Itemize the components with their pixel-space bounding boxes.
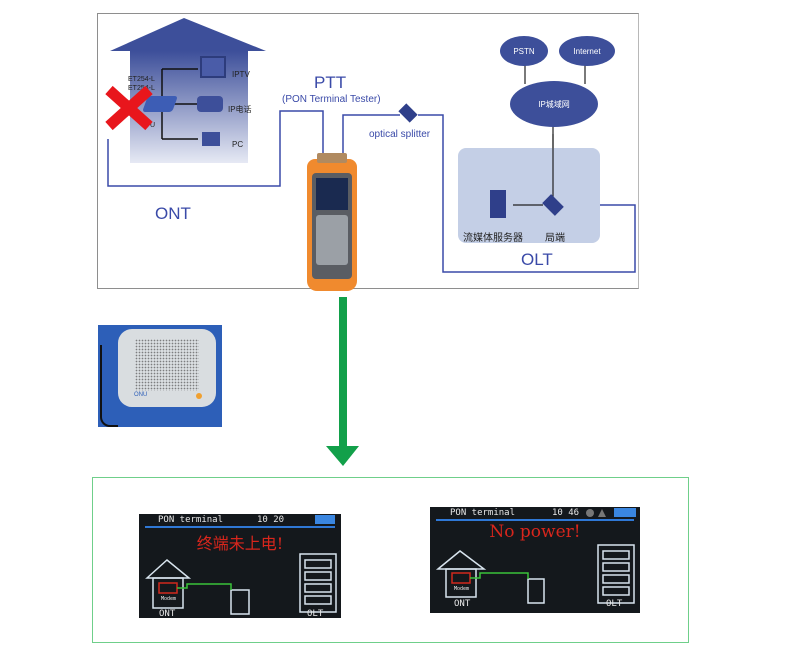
modem-label: Modem: [161, 596, 177, 602]
cloud-internet: Internet: [559, 36, 615, 66]
switch-label: 局端: [545, 233, 565, 244]
screen-status-bar: PON terminal 10 20: [139, 514, 341, 526]
ont-device-body: ONU: [118, 329, 216, 407]
ont-label: ONT: [155, 204, 191, 223]
house-roof: [110, 18, 266, 51]
ont-photo: ONU: [98, 325, 222, 427]
ptt-title: PTT: [314, 73, 347, 92]
screen-time: 10 46: [552, 508, 580, 518]
cloud-pstn: PSTN: [500, 36, 548, 66]
tester-screens-panel: [92, 477, 689, 643]
cloud-ip-metro: IP城域网: [510, 81, 598, 127]
device-label-pc: PC: [232, 140, 244, 149]
device-label-phone: IP电话: [228, 105, 252, 114]
tester-screen-chinese: PON terminal 10 20 终端未上电! Modem ONT OLT: [139, 514, 341, 618]
screen-message: 终端未上电!: [196, 534, 284, 553]
olt-screen-label: OLT: [307, 609, 324, 618]
ptt-subtitle: (PON Terminal Tester): [282, 94, 381, 105]
screen-message: No power!: [489, 522, 581, 542]
device-label-iptv: IPTV: [232, 70, 250, 79]
modem-label: Modem: [454, 586, 470, 592]
screen-title: PON terminal: [158, 515, 224, 525]
warning-icon: [598, 509, 606, 517]
olt-label: OLT: [521, 250, 553, 269]
screen-title: PON terminal: [450, 508, 516, 518]
phone-icon: [197, 96, 223, 112]
battery-icon: [614, 508, 636, 517]
ont-model-label: ET254-L: [128, 76, 155, 83]
olt-fiber-line: [418, 114, 636, 273]
splitter-label: optical splitter: [369, 129, 431, 140]
ptt-device-icon: [307, 153, 357, 291]
down-arrow-icon: [326, 297, 359, 466]
server-icon: [490, 190, 506, 218]
globe-icon: [586, 509, 594, 517]
olt-screen-label: OLT: [606, 599, 623, 609]
server-label: 流媒体服务器: [463, 233, 523, 244]
ont-screen-label: ONT: [454, 599, 471, 609]
ont-model-label: U: [150, 122, 156, 129]
olt-area: [458, 148, 600, 243]
network-diagram-panel: IPTV IP电话 PC ET254-L ET254-L U ONT PTT (…: [97, 13, 639, 291]
connection-lines: [107, 18, 636, 273]
screen-topology: [435, 544, 635, 604]
screen-topology: [145, 553, 337, 615]
ont-model-label: ET254-L: [128, 85, 155, 92]
screen-time: 10 20: [257, 515, 285, 525]
ont-fiber-line: [107, 110, 324, 187]
tv-icon: [200, 56, 226, 78]
ont-screen-label: ONT: [159, 609, 176, 618]
screen-status-bar: PON terminal 10 46: [430, 507, 640, 519]
pc-icon: [202, 132, 220, 146]
red-x-icon: [105, 85, 153, 131]
tester-screen-english: PON terminal 10 46 No power! Modem ONT O…: [430, 507, 640, 613]
battery-icon: [315, 515, 335, 524]
